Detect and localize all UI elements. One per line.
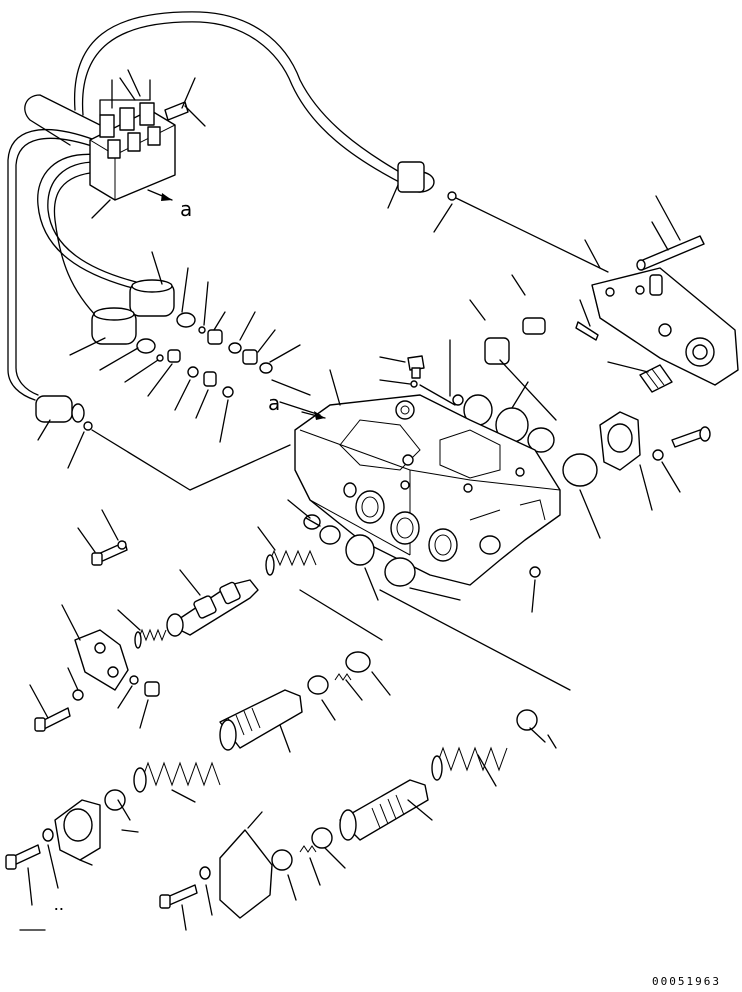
cover-plate-right (575, 195, 739, 386)
o-rings-lower (345, 534, 461, 601)
spring-upper (257, 526, 317, 576)
spool-lower-right (339, 779, 433, 841)
plugs-lower-center (271, 827, 346, 901)
wiring-harness (7, 11, 411, 401)
solenoid-left-1 (129, 251, 209, 334)
clip-lower-right (379, 589, 571, 749)
plugs-center-right (299, 589, 391, 721)
breather-bolt (379, 355, 425, 388)
view-mark-a-lower: a (268, 391, 280, 415)
spool-upper (166, 569, 259, 637)
solenoid-upper-right (387, 161, 609, 273)
plate-lower (159, 811, 273, 931)
flange-lower-left: · · (5, 799, 101, 931)
valve-body (294, 369, 561, 613)
spring-lower-left (133, 761, 221, 803)
solenoid-left-3 (35, 395, 93, 469)
plug-upper-middle (469, 274, 546, 365)
view-mark-a-upper: a (180, 197, 192, 221)
plugs-small-upper (287, 499, 341, 545)
bolt-lower-left (77, 509, 128, 566)
harness-leaders (91, 379, 326, 491)
label-fragment: · · (55, 905, 63, 914)
fittings-group (124, 311, 301, 443)
cap-right (599, 361, 711, 511)
spool-center (219, 689, 303, 753)
reference-code: 00051963 (652, 975, 721, 988)
clip-lower-left (104, 789, 139, 833)
spring-lower-right (431, 746, 508, 787)
o-rings-upper (419, 339, 601, 539)
connector-block (89, 69, 206, 219)
bracket-left (29, 604, 160, 732)
solenoid-left-2 (69, 307, 156, 371)
spring-left-small (117, 609, 167, 649)
